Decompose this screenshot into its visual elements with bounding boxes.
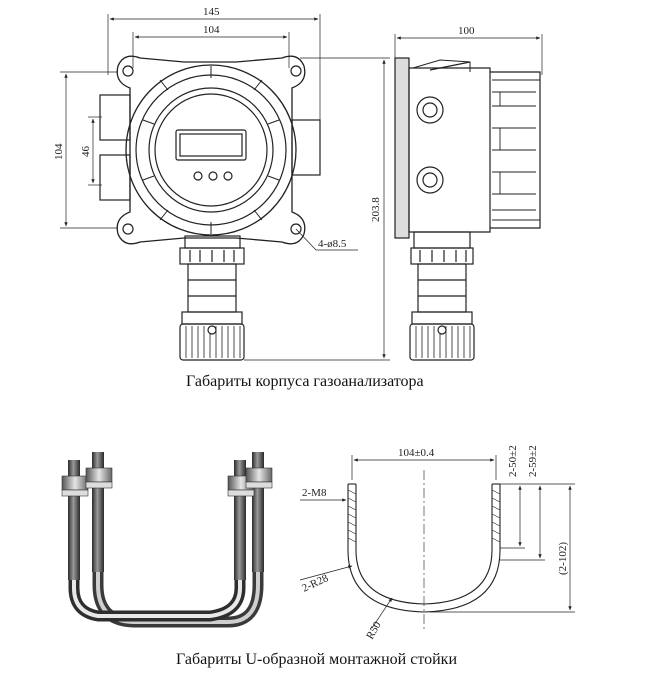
housing-side-view <box>394 34 543 361</box>
dim-holes-label: 4-ø8.5 <box>318 238 347 250</box>
dim-bend-radius: 2-R28 <box>300 572 330 595</box>
dim-inner-radius: R50 <box>364 619 384 641</box>
dim-total-length: (2-102) <box>557 542 569 575</box>
dim-height-left: 104 <box>53 143 65 160</box>
dim-depth: 100 <box>458 25 475 37</box>
housing-caption: Габариты корпуса газоанализатора <box>186 373 424 390</box>
dim-total-width: 145 <box>203 6 220 18</box>
dim-total-height: 203.8 <box>370 197 382 222</box>
dim-ubolt-width: 104±0.4 <box>398 447 435 459</box>
ubolt-photo <box>61 452 273 628</box>
dim-length-59: 2-59±2 <box>527 445 539 477</box>
dim-height-inner: 46 <box>80 146 92 158</box>
ubolt-drawing <box>299 455 575 630</box>
dim-hole-spacing: 104 <box>203 24 220 36</box>
dim-length-50: 2-50±2 <box>507 445 519 477</box>
ubolt-caption: Габариты U-образной монтажной стойки <box>176 651 458 668</box>
dim-thread: 2-M8 <box>302 487 327 499</box>
housing-front-view <box>60 14 390 361</box>
